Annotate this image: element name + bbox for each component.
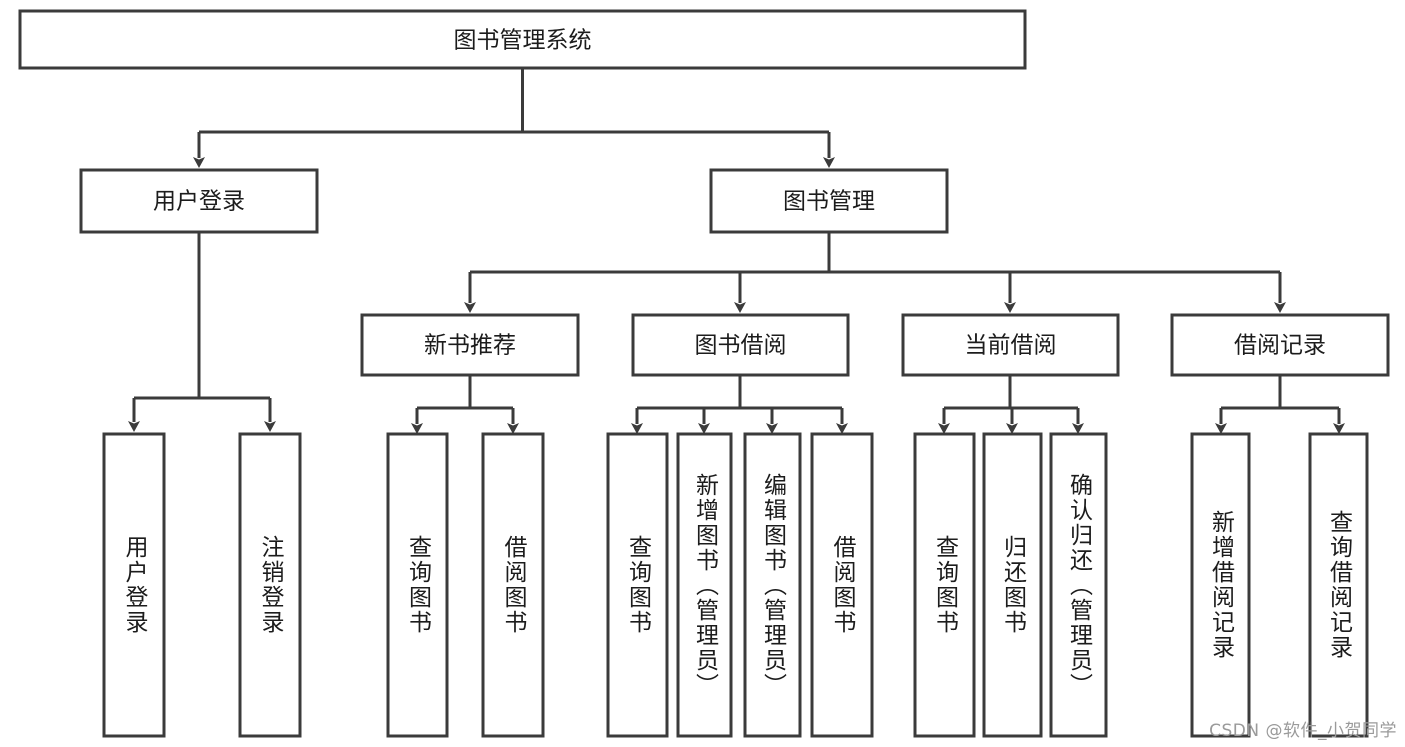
node-box-borrow-record[interactable] (1170, 313, 1390, 377)
node-label-new-book-rec: 新书推荐 (424, 333, 516, 359)
node-box-leaf-query-borrow-record[interactable] (1308, 432, 1369, 738)
node-label-book-manage: 图书管理 (783, 189, 875, 215)
node-box-leaf-edit-book-admin[interactable] (743, 432, 802, 738)
node-box-leaf-query-book-borrow[interactable] (606, 432, 669, 738)
node-label-borrow-record: 借阅记录 (1234, 333, 1326, 359)
node-box-leaf-query-book-current[interactable] (913, 432, 976, 738)
node-box-leaf-borrow-book-rec[interactable] (481, 432, 545, 738)
node-box-leaf-add-book-admin[interactable] (676, 432, 733, 738)
node-box-leaf-user-login[interactable] (102, 432, 166, 738)
node-label-current-borrow: 当前借阅 (965, 333, 1057, 359)
node-box-leaf-query-book-rec[interactable] (386, 432, 449, 738)
node-box-user-login[interactable] (79, 168, 319, 234)
node-label-book-borrow: 图书借阅 (695, 333, 787, 359)
node-box-new-book-rec[interactable] (360, 313, 580, 377)
node-box-book-manage[interactable] (709, 168, 949, 234)
node-label-title: 图书管理系统 (454, 28, 592, 54)
node-box-book-borrow[interactable] (631, 313, 850, 377)
node-box-current-borrow[interactable] (901, 313, 1120, 377)
node-box-leaf-borrow-book[interactable] (810, 432, 874, 738)
node-box-leaf-add-borrow-record[interactable] (1190, 432, 1251, 738)
nodes-layer: 图书管理系统 用户登录 图书管理 新书推荐 图书借阅 当前借阅 借阅记录 (18, 9, 1390, 738)
node-box-leaf-return-book[interactable] (982, 432, 1043, 738)
node-box-leaf-logout[interactable] (238, 432, 302, 738)
node-box-leaf-confirm-return-admin[interactable] (1049, 432, 1108, 738)
csdn-watermark: CSDN @软件_小贺同学 (1209, 721, 1397, 741)
edges-layer (128, 68, 1345, 434)
node-label-user-login: 用户登录 (153, 189, 245, 215)
node-box-title[interactable] (18, 9, 1027, 70)
